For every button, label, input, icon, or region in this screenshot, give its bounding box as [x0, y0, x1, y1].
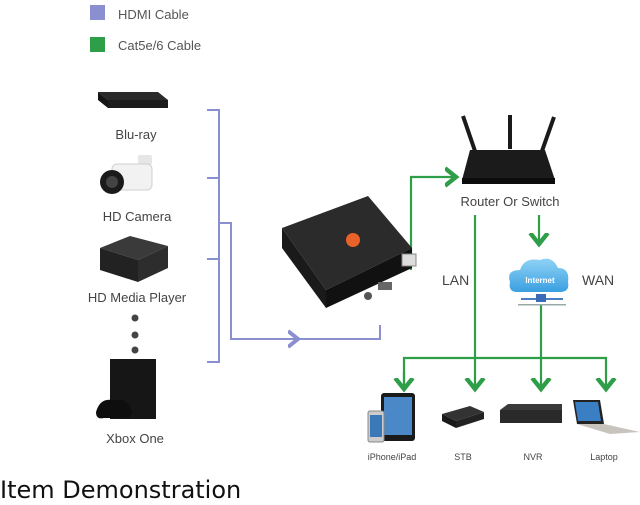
set-top-box-icon	[442, 406, 484, 428]
game-console-icon	[96, 359, 156, 419]
security-camera-icon	[100, 155, 153, 194]
legend-swatch-ethernet	[90, 37, 105, 52]
internet-cloud-icon	[509, 258, 569, 306]
router-icon	[461, 115, 556, 184]
blu-ray-player-icon	[98, 92, 168, 108]
legend-label-hdmi: HDMI Cable	[118, 7, 189, 22]
router-label: Router Or Switch	[460, 194, 560, 209]
client-label-stb: STB	[454, 452, 472, 462]
hdmi-encoder-icon	[282, 196, 417, 308]
legend-label-ethernet: Cat5e/6 Cable	[118, 38, 202, 53]
wan-label: WAN	[582, 272, 615, 288]
client-label-laptop: Laptop	[590, 452, 618, 462]
legend-swatch-hdmi	[90, 5, 105, 20]
hdmi-cable-lines	[207, 109, 381, 363]
phone-tablet-icon	[367, 393, 415, 443]
source-label-media-player: HD Media Player	[87, 290, 187, 305]
client-label-iphone-ipad: iPhone/iPad	[367, 452, 417, 462]
more-devices-dots	[131, 314, 139, 354]
media-player-icon	[100, 236, 168, 282]
client-label-nvr: NVR	[523, 452, 543, 462]
ethernet-cable-lines	[404, 177, 606, 389]
source-label-hd-camera: HD Camera	[102, 209, 172, 224]
source-label-xbox: Xbox One	[106, 431, 164, 446]
lan-label: LAN	[442, 272, 470, 288]
internet-label: Internet	[525, 276, 555, 285]
nvr-icon	[500, 404, 562, 423]
laptop-icon	[573, 400, 640, 434]
page-caption: Item Demonstration	[0, 476, 242, 504]
source-label-blu-ray: Blu-ray	[115, 127, 157, 142]
